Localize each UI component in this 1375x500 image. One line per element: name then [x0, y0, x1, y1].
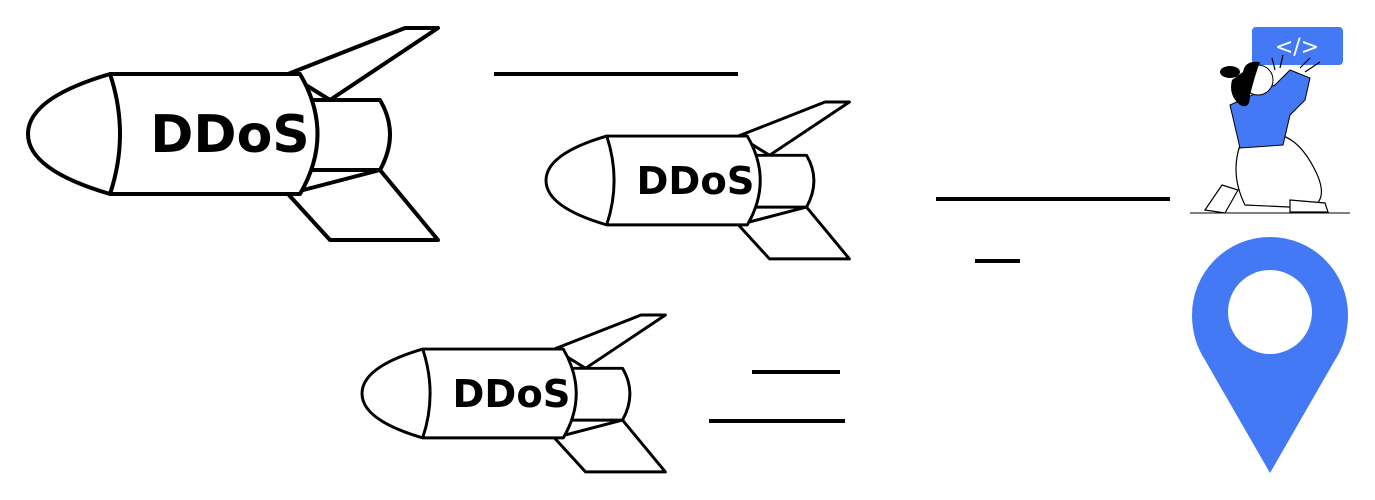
rocket-label: DDoS: [452, 372, 570, 417]
rocket-label: DDoS: [150, 105, 310, 165]
rocket-large: DDoS: [26, 26, 440, 242]
rocket-label: DDoS: [637, 159, 755, 204]
rocket-small: DDoS: [360, 313, 667, 474]
rocket-medium: DDoS: [544, 100, 851, 261]
location-pin-icon: [1192, 237, 1348, 473]
code-panel: [1252, 27, 1343, 65]
developer-figure: </>: [1190, 27, 1350, 214]
code-icon: </>: [1275, 35, 1319, 60]
speed-lines: [494, 72, 1170, 423]
